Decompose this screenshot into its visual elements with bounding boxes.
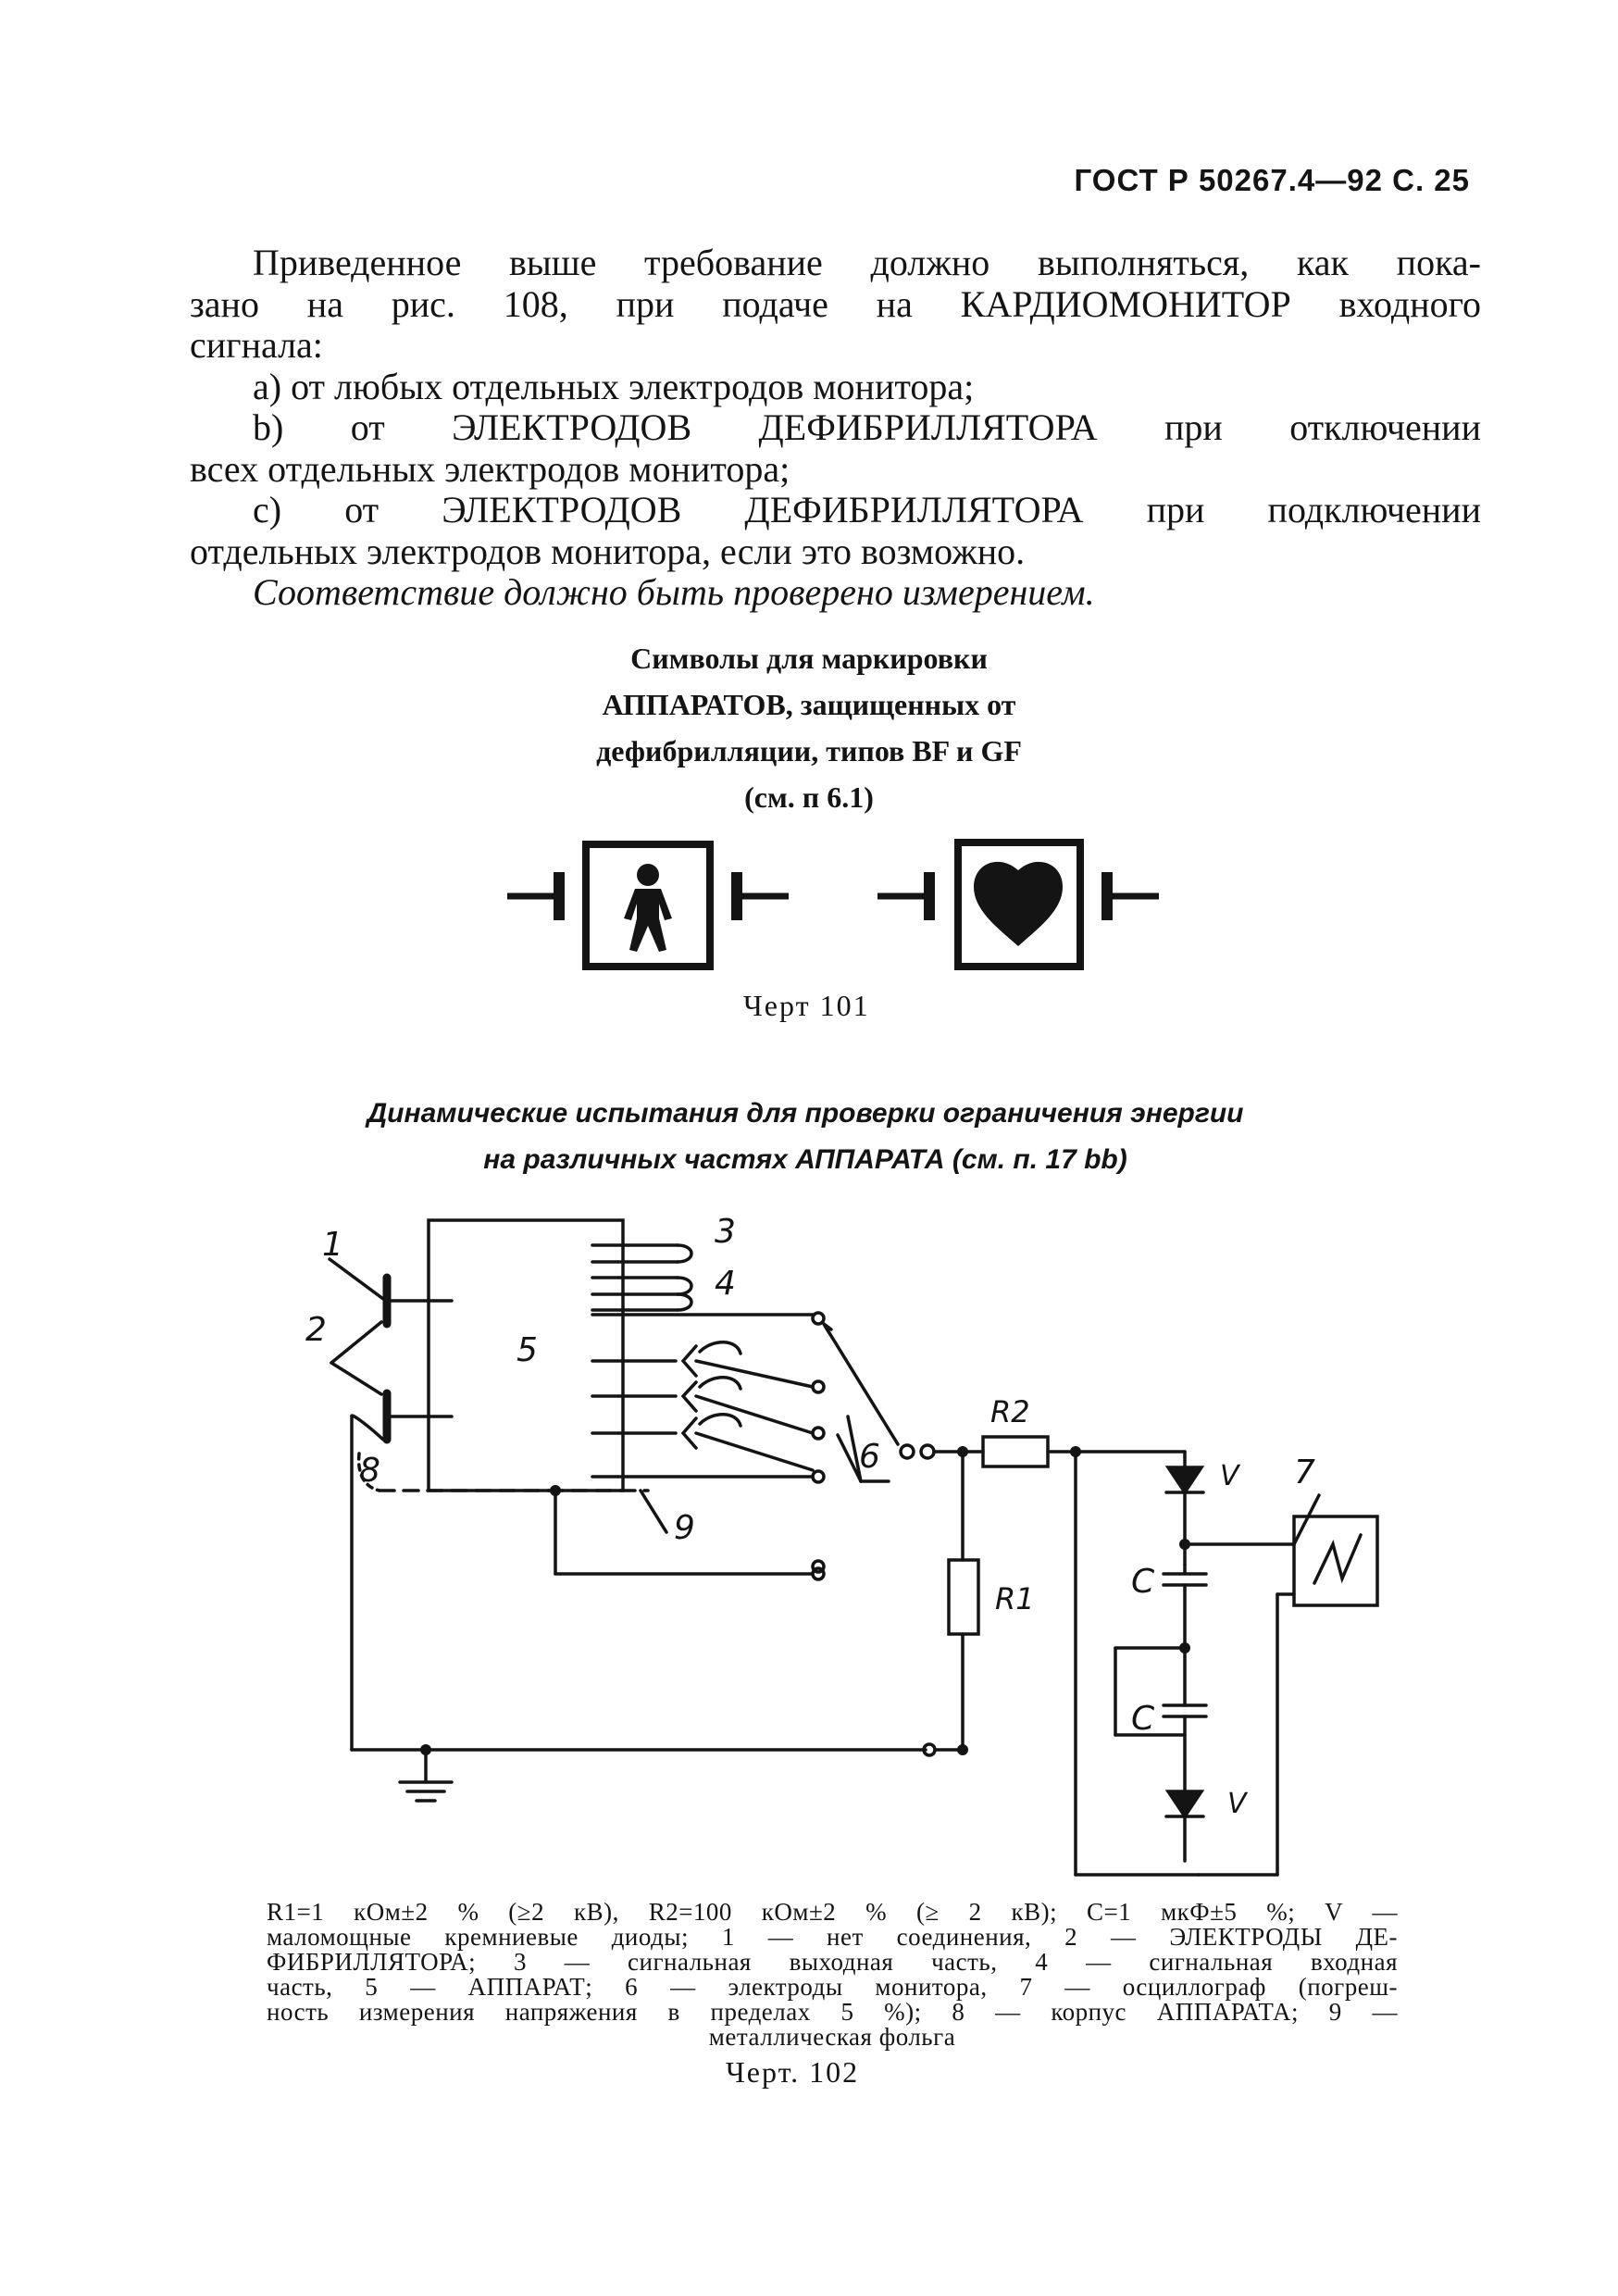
- list-item-b: b) от ЭЛЕКТРОДОВ ДЕФИБРИЛЛЯТОРА при откл…: [253, 406, 1481, 448]
- figure-101-title: Символы для маркировки АППАРАТОВ, защище…: [531, 635, 1087, 820]
- list-item-a: а) от любых отдельных электродов монитор…: [253, 365, 975, 407]
- legend-line: металлическая фольга: [708, 2023, 956, 2051]
- defib-proof-cf-symbol: [877, 839, 1159, 970]
- figure-101-title-line: АППАРАТОВ, защищенных от: [602, 688, 1016, 721]
- list-item-c: с) от ЭЛЕКТРОДОВ ДЕФИБРИЛЛЯТОРА при подк…: [253, 489, 1481, 530]
- figure-101-title-line: Символы для маркировки: [630, 642, 988, 675]
- label-6: 6: [859, 1438, 880, 1476]
- figure-102-title-line: на различных частях АППАРАТА (см. п. 17 …: [483, 1144, 1127, 1175]
- resistor-r1: [947, 1558, 980, 1636]
- figure-102-title: Динамические испытания для проверки огра…: [278, 1091, 1333, 1183]
- label-3: 3: [715, 1213, 736, 1251]
- figure-101-caption: Черт 101: [743, 989, 870, 1022]
- label-r1: R1: [995, 1581, 1035, 1616]
- resistor-r2: [981, 1435, 1050, 1468]
- label-v-top: V: [1220, 1460, 1241, 1492]
- legend-line: часть, 5 — АППАРАТ; 6 — электроды монито…: [267, 1973, 1398, 2001]
- figure-101-title-line: (см. п 6.1): [744, 780, 874, 814]
- paragraph-line: зано на рис. 108, при подаче на КАРДИОМО…: [190, 282, 1481, 325]
- list-item-c-continued: отдельных электродов монитора, если это …: [190, 530, 1026, 572]
- legend-line: ность измерения напряжения в пределах 5 …: [267, 1998, 1398, 2026]
- figure-101-title-line: дефибрилляции, типов BF и GF: [596, 734, 1022, 767]
- label-1: 1: [322, 1226, 343, 1264]
- label-v-bottom: V: [1227, 1788, 1249, 1820]
- label-c-top: C: [1131, 1563, 1155, 1601]
- person-icon: [624, 864, 672, 952]
- page-header: ГОСТ Р 50267.4—92 С. 25: [1074, 163, 1470, 197]
- list-item-b-continued: всех отдельных электродов монитора;: [190, 447, 790, 490]
- label-c-bottom: C: [1131, 1700, 1155, 1738]
- label-2: 2: [305, 1311, 327, 1349]
- oscilloscope-box: [1292, 1515, 1379, 1607]
- defib-proof-bf-symbol: [507, 841, 789, 970]
- label-9: 9: [674, 1509, 695, 1547]
- compliance-note: Соответствие должно быть проверено измер…: [253, 571, 1095, 613]
- label-4: 4: [715, 1265, 736, 1303]
- legend-line: R1=1 кОм±2 % (≥2 кВ), R2=100 кОм±2 % (≥ …: [267, 1898, 1398, 1926]
- legend-line: ФИБРИЛЛЯТОРА; 3 — сигнальная выходная ча…: [267, 1948, 1398, 1976]
- label-5: 5: [517, 1331, 538, 1369]
- figure-102-title-line: Динамические испытания для проверки огра…: [367, 1098, 1244, 1129]
- label-7: 7: [1294, 1454, 1315, 1491]
- body-text: Приведенное выше требование должно выпол…: [190, 242, 1481, 614]
- heart-icon: [974, 861, 1063, 946]
- label-r2: R2: [990, 1394, 1030, 1429]
- figure-102-legend: R1=1 кОм±2 % (≥2 кВ), R2=100 кОм±2 % (≥ …: [267, 1900, 1398, 2050]
- figure-102-caption: Черт. 102: [726, 2055, 860, 2089]
- paragraph-line: Приведенное выше требование должно выпол…: [253, 242, 1481, 283]
- paragraph-line: сигнала:: [190, 324, 323, 366]
- legend-line: маломощные кремниевые диоды; 1 — нет сое…: [267, 1923, 1398, 1951]
- label-8: 8: [359, 1452, 380, 1490]
